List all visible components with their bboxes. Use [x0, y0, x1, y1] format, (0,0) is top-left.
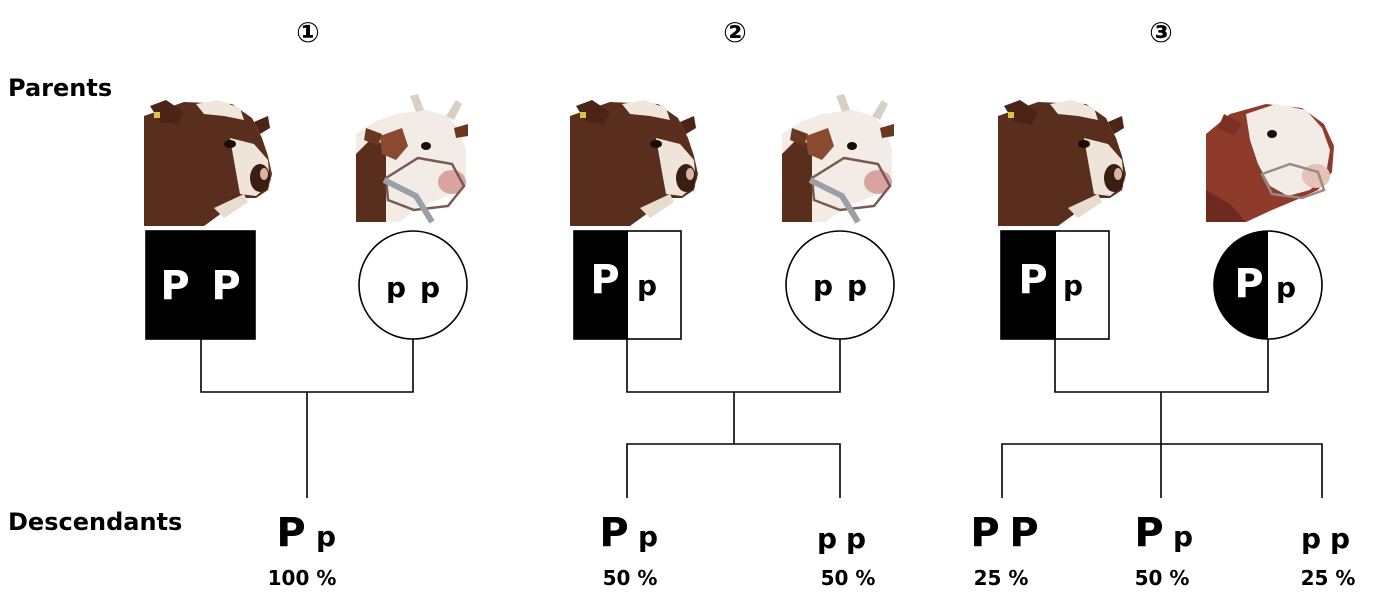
cross-3-number: ③	[1149, 16, 1173, 49]
cross-2-child-1-percent: 50 %	[603, 566, 658, 590]
cross-1-dam-symbol	[358, 230, 468, 340]
descendants-label: Descendants	[8, 508, 182, 536]
cross-2-dam-symbol	[785, 230, 895, 340]
cross-1-dam-photo	[356, 94, 468, 222]
cross-1-mating-line	[200, 339, 414, 393]
cross-2-child-2-percent: 50 %	[821, 566, 876, 590]
cross-3-child-2-percent: 50 %	[1135, 566, 1190, 590]
cross-3-child-3-allele-2: p	[1330, 522, 1350, 555]
cross-3-child-2-allele-1: P	[1134, 510, 1163, 556]
cross-1-child-1-allele-2: p	[316, 520, 336, 553]
cross-2-number: ②	[723, 16, 747, 49]
cross-2-sire-photo	[570, 100, 698, 226]
cross-2-mating-line	[626, 339, 841, 393]
cross-3-sibship-line	[1001, 443, 1323, 498]
parents-label: Parents	[8, 74, 112, 102]
cross-3-sire-allele-1: P	[1018, 257, 1047, 303]
cross-3-child-3-percent: 25 %	[1301, 566, 1356, 590]
cross-1-dam-allele-1: p	[386, 271, 406, 304]
cross-3: P p P p P P 25 % P p 50 % p p 25 %	[970, 230, 1356, 590]
cross-2-child-2-allele-2: p	[846, 522, 866, 555]
cross-1-number: ①	[296, 16, 320, 49]
cross-2-sire-symbol-dark-half	[574, 231, 628, 339]
cross-3-dam-allele-1: P	[1234, 261, 1263, 307]
cross-3-mating-line	[1054, 339, 1269, 393]
cross-2-child-2-allele-1: p	[817, 522, 837, 555]
cross-1-sire-allele-2: P	[211, 263, 240, 309]
cross-3-child-1-allele-2: P	[1009, 510, 1038, 556]
cross-3-child-1-percent: 25 %	[974, 566, 1029, 590]
cross-2-dam-allele-2: p	[847, 269, 867, 302]
cross-1-child-1-percent: 100 %	[268, 566, 337, 590]
cross-1-sire-allele-1: P	[160, 263, 189, 309]
cross-3-child-3-allele-1: p	[1301, 522, 1321, 555]
cross-2-child-1-allele-1: P	[599, 510, 628, 556]
cross-1: P P p p P p 100 %	[145, 230, 468, 590]
cross-3-dam-photo	[1204, 102, 1336, 224]
cross-3-sire-photo	[998, 100, 1126, 226]
cross-2-sire-allele-2: p	[637, 269, 657, 302]
cross-3-sire-symbol-dark-half	[1001, 231, 1056, 339]
cross-1-sire-symbol	[145, 230, 256, 340]
cross-2-child-1-allele-2: p	[638, 520, 658, 553]
cross-2-dam-allele-1: p	[813, 269, 833, 302]
cross-3-child-2-allele-2: p	[1173, 520, 1193, 553]
cross-3-dam-allele-2: p	[1276, 271, 1296, 304]
cross-2: P p p p P p 50 % p p 50 %	[573, 230, 895, 590]
cross-2-dam-photo	[782, 94, 894, 222]
cross-1-sire-photo	[144, 100, 272, 226]
cross-1-child-1-allele-1: P	[276, 510, 305, 556]
cross-1-dam-allele-2: p	[420, 271, 440, 304]
cross-2-sire-allele-1: P	[590, 257, 619, 303]
cross-3-sire-allele-2: p	[1063, 269, 1083, 302]
cross-3-child-1-allele-1: P	[970, 510, 999, 556]
cross-2-sibship-line	[626, 443, 841, 498]
cross-3-dam-symbol-dark-half	[1214, 231, 1268, 339]
